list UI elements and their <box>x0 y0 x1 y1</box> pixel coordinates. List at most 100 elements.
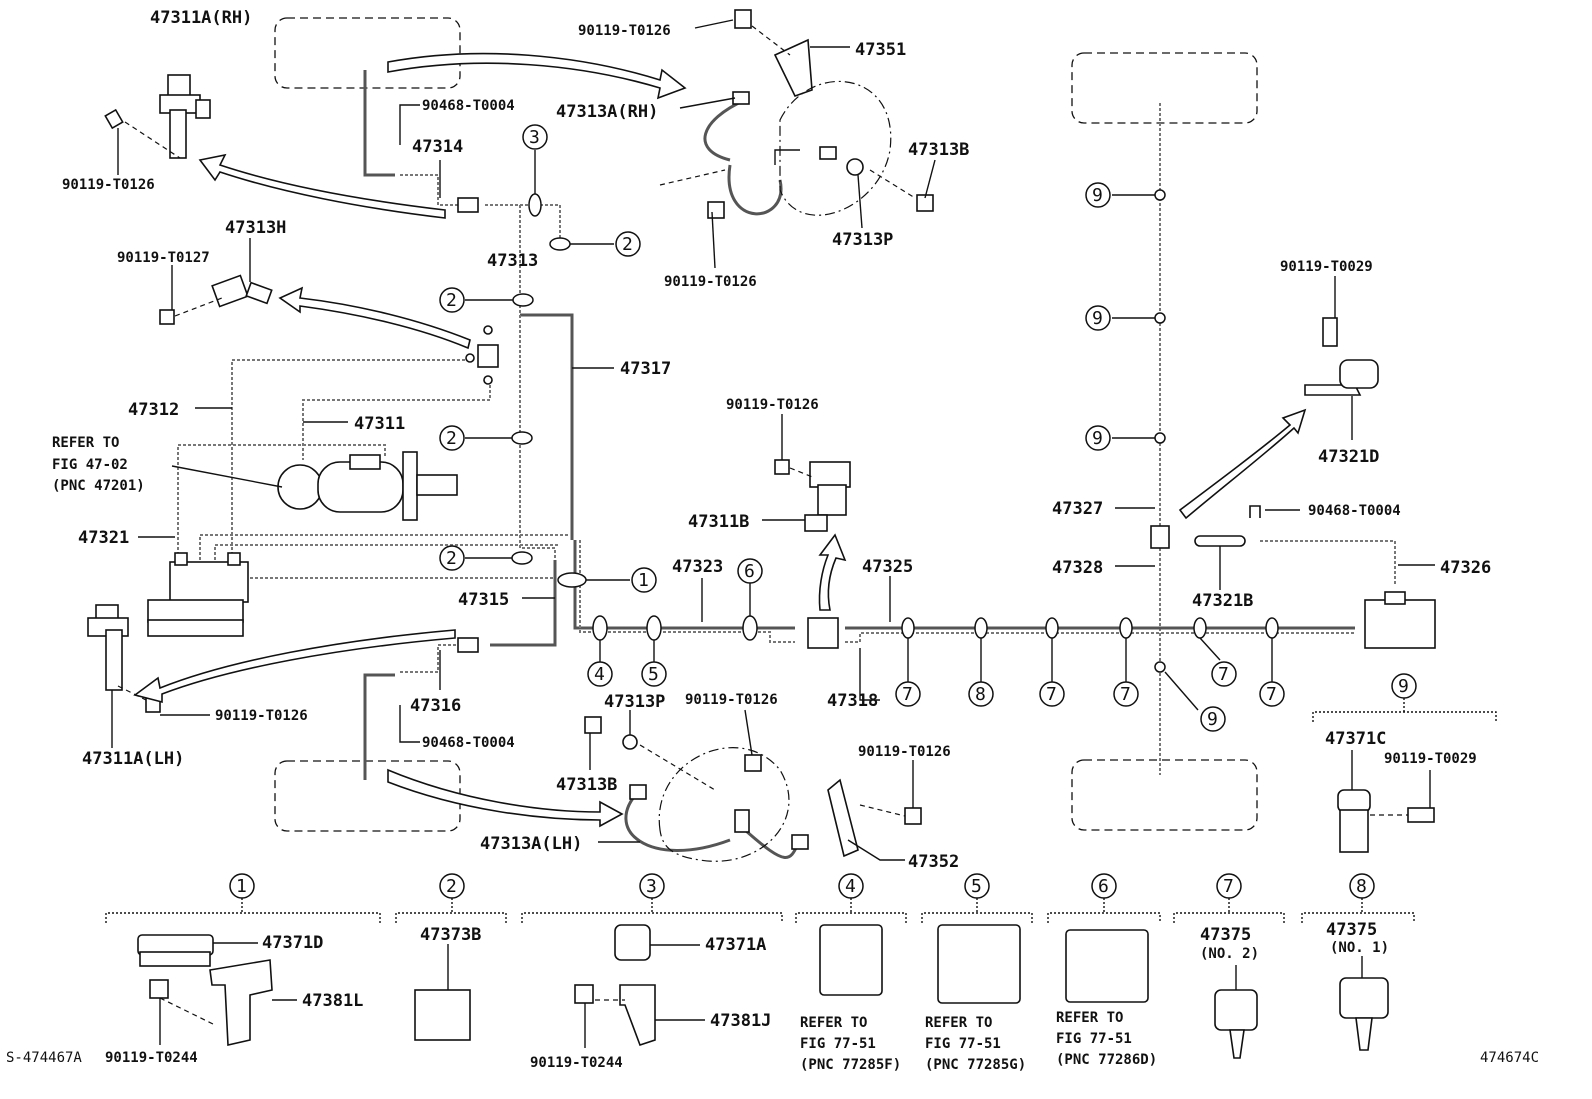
svg-text:90119-T0244: 90119-T0244 <box>530 1055 623 1071</box>
junction-block-top <box>465 325 499 385</box>
part-47313H <box>159 274 273 325</box>
label-90468-T0004-b: 90468-T0004 <box>1308 503 1401 519</box>
master-cylinder <box>277 451 458 521</box>
label-47313H: 47313H <box>225 218 286 238</box>
hose-47313A-lh <box>584 716 922 862</box>
svg-text:FIG 77-51: FIG 77-51 <box>800 1036 876 1052</box>
callout-7c: 7 <box>1113 681 1139 707</box>
callout-7e: 7 <box>1259 681 1285 707</box>
arrow-to-47313A-rh <box>387 52 687 100</box>
svg-text:2: 2 <box>446 290 457 311</box>
svg-text:47371D: 47371D <box>262 933 323 953</box>
svg-text:(NO. 2): (NO. 2) <box>1200 946 1259 962</box>
pipe-47318 <box>845 632 1355 643</box>
label-47313A-rh: 47313A(RH) <box>556 102 658 122</box>
label-47314: 47314 <box>412 137 463 157</box>
label-90119-T0126-e: 90119-T0126 <box>215 708 308 724</box>
svg-text:FIG 77-51: FIG 77-51 <box>925 1036 1001 1052</box>
svg-text:5: 5 <box>648 664 659 685</box>
clip-7-oval-d <box>1193 617 1207 639</box>
svg-text:9: 9 <box>1398 676 1409 697</box>
clip-6-oval <box>742 615 758 641</box>
label-refer-47-line1: REFER TO <box>52 435 119 451</box>
label-47321D: 47321D <box>1318 447 1379 467</box>
label-47313B-bot: 47313B <box>556 775 617 795</box>
label-90468-T0004-c: 90468-T0004 <box>422 735 515 751</box>
leader-90119-c <box>711 211 716 269</box>
arrow-to-47311B <box>818 533 847 611</box>
clip-4-oval <box>592 615 608 641</box>
clip-5-oval <box>646 615 662 641</box>
hose-47313A-rh <box>659 80 934 219</box>
label-47313P-top: 47313P <box>832 230 893 250</box>
clip-7-oval-c <box>1119 617 1133 639</box>
leader-47313A-rh <box>679 97 736 109</box>
footer-left-code: S-474467A <box>6 1050 82 1066</box>
legend-group-2: 2 47373B <box>395 873 507 1041</box>
rear-valve-block <box>1364 591 1436 649</box>
label-47311B: 47311B <box>688 512 749 532</box>
leader-90468-c <box>399 705 420 743</box>
pipe-47314 <box>400 174 462 206</box>
svg-text:(PNC 77286D): (PNC 77286D) <box>1056 1052 1157 1068</box>
label-47326: 47326 <box>1440 558 1491 578</box>
svg-text:47373B: 47373B <box>420 925 481 945</box>
legend-group-6: 6 REFER TO FIG 77-51 (PNC 77286D) <box>1047 873 1161 1068</box>
rear-clip-9d <box>1154 661 1166 673</box>
svg-text:47381L: 47381L <box>302 991 363 1011</box>
callout-9b: 9 <box>1085 305 1111 331</box>
arrow-to-47311A-lh <box>133 629 456 704</box>
label-47351: 47351 <box>855 40 906 60</box>
svg-text:7: 7 <box>1223 876 1234 897</box>
wheel-frame-front-rh <box>274 17 461 89</box>
label-47327: 47327 <box>1052 499 1103 519</box>
part-90468-T0004-rear <box>1249 505 1261 518</box>
part-47311A-lh <box>87 604 129 691</box>
callout-8: 8 <box>968 681 994 707</box>
bolt-90119-T0126-rh <box>104 108 181 159</box>
svg-text:2: 2 <box>446 548 457 569</box>
svg-text:2: 2 <box>446 876 457 897</box>
rear-clip-9c <box>1154 432 1166 444</box>
front-hose-lh-lines <box>363 673 395 780</box>
arrow-to-47321D <box>1178 408 1307 520</box>
svg-text:(NO. 1): (NO. 1) <box>1330 940 1389 956</box>
clip-7-oval-a <box>901 617 915 639</box>
svg-text:1: 1 <box>638 570 649 591</box>
label-47321B: 47321B <box>1192 591 1253 611</box>
pipe-47313-b <box>520 204 561 245</box>
svg-text:6: 6 <box>744 561 755 582</box>
callout-2b: 2 <box>439 287 465 313</box>
callout-4: 4 <box>587 661 613 687</box>
label-47325: 47325 <box>862 557 913 577</box>
pipe-47321-c <box>214 544 560 585</box>
svg-text:6: 6 <box>1098 876 1109 897</box>
label-refer-47-line2: FIG 47-02 <box>52 457 128 473</box>
svg-text:FIG 77-51: FIG 77-51 <box>1056 1031 1132 1047</box>
label-47321: 47321 <box>78 528 129 548</box>
arrow-to-47311A-rh <box>198 153 446 219</box>
clip-2-oval-d <box>511 551 533 565</box>
pipe-47323 <box>573 540 795 630</box>
label-47311A-lh: 47311A(LH) <box>82 749 184 769</box>
label-90119-T0126-c: 90119-T0126 <box>664 274 757 290</box>
label-47316: 47316 <box>410 696 461 716</box>
label-refer-47-line3: (PNC 47201) <box>52 478 145 494</box>
legend-group-4: 4 REFER TO FIG 77-51 (PNC 77285F) <box>795 873 907 1073</box>
arrow-to-47313A-lh <box>387 768 624 828</box>
label-47315: 47315 <box>458 590 509 610</box>
svg-text:90119-T0244: 90119-T0244 <box>105 1050 198 1066</box>
label-47313B-top: 47313B <box>908 140 969 160</box>
wheel-frame-rear-bot <box>1071 759 1258 831</box>
svg-text:7: 7 <box>1120 684 1131 705</box>
svg-text:REFER TO: REFER TO <box>800 1015 867 1031</box>
svg-text:8: 8 <box>975 684 986 705</box>
leader-90119-a <box>694 19 734 29</box>
callout-5: 5 <box>641 661 667 687</box>
label-47328: 47328 <box>1052 558 1103 578</box>
leader-90119-f <box>744 709 753 756</box>
pipe-47317 <box>520 313 574 540</box>
clip-7-oval-e <box>1265 617 1279 639</box>
connector-47311B <box>807 617 839 649</box>
